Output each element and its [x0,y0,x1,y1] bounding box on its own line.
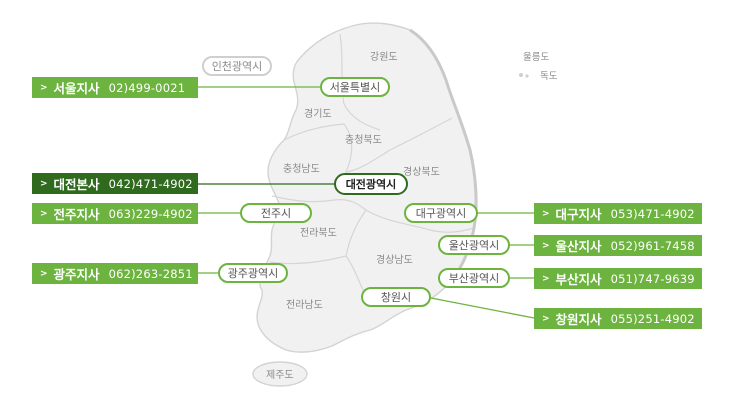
city-pill-daejeon[interactable]: 대전광역시 [334,173,408,195]
border-chungbuk [343,117,453,173]
chevron-right-icon: > [40,82,48,93]
city-pill-ulsan[interactable]: 울산광역시 [438,235,510,255]
region-label-gyeongnam: 경상남도 [376,253,413,266]
branch-name: 창원지사 [555,312,602,327]
region-label-chungnam: 충청남도 [283,163,320,175]
border-gyeonggi-gangwon [339,33,381,131]
region-label-jeonnam: 전라남도 [286,299,323,311]
region-label-chungbuk: 충청북도 [345,134,382,146]
region-label-jeju: 제주도 [266,369,294,381]
city-pill-seoul[interactable]: 서울특별시 [320,77,390,97]
city-pill-incheon: 인천광역시 [202,56,272,76]
border-gyeonggi-chung [283,123,345,141]
region-label-jeonbuk: 전라북도 [300,227,337,239]
chevron-right-icon: > [40,178,48,189]
dokdo-dot [525,74,529,78]
region-label-gyeongbuk: 경상북도 [403,165,440,178]
branch-phone: 042)471-4902 [108,176,193,191]
branch-name: 광주지사 [53,267,100,282]
region-label-gyeonggi: 경기도 [304,107,332,120]
city-pill-busan[interactable]: 부산광역시 [438,268,510,288]
branch-phone: 02)499-0021 [108,80,186,95]
jeju-shape [252,361,308,387]
chevron-right-icon: > [542,208,550,219]
branch-phone: 062)263-2851 [108,266,193,281]
border-gyeongbuk-gyeongnam [365,209,475,233]
region-label-gangwon: 강원도 [370,51,398,63]
region-label-dokdo: 독도 [540,71,558,82]
branch-seoul[interactable]: > 서울지사 02)499-0021 [32,77,198,98]
branch-jeonju[interactable]: > 전주지사 063)229-4902 [32,203,198,224]
branch-phone: 052)961-7458 [610,238,695,253]
branch-daegu[interactable]: > 대구지사 053)471-4902 [534,203,702,224]
branch-name: 부산지사 [555,272,602,287]
branch-name: 대구지사 [555,207,602,222]
city-pill-changwon[interactable]: 창원시 [361,287,431,307]
border-jeonbuk-gyeongnam [345,209,367,257]
branch-phone: 055)251-4902 [610,311,695,326]
branch-name: 전주지사 [53,207,100,222]
chevron-right-icon: > [542,240,550,251]
city-pill-gwangju[interactable]: 광주광역시 [218,263,288,283]
chevron-right-icon: > [542,273,550,284]
chevron-right-icon: > [40,208,48,219]
branch-name: 울산지사 [555,239,602,254]
region-label-ulleung: 울릉도 [523,52,549,63]
branch-changwon[interactable]: > 창원지사 055)251-4902 [534,308,702,329]
branch-busan[interactable]: > 부산지사 051)747-9639 [534,268,702,289]
branch-daejeon-hq[interactable]: > 대전본사 042)471-4902 [32,173,198,194]
branch-name: 대전본사 [53,177,100,192]
branch-name: 서울지사 [53,81,100,96]
branch-gwangju[interactable]: > 광주지사 062)263-2851 [32,263,198,284]
branch-phone: 053)471-4902 [610,206,695,221]
chevron-right-icon: > [542,313,550,324]
connector-changwon [430,297,535,319]
city-pill-daegu[interactable]: 대구광역시 [404,203,478,223]
border-chungnam-jeonbuk [271,195,367,211]
branch-ulsan[interactable]: > 울산지사 052)961-7458 [534,235,702,256]
branch-phone: 051)747-9639 [610,271,695,286]
city-pill-jeonju[interactable]: 전주시 [240,203,312,223]
branch-phone: 063)229-4902 [108,206,193,221]
chevron-right-icon: > [40,268,48,279]
border-jeonbuk-jeonnam [269,255,369,301]
ulleung-dot [519,73,523,77]
